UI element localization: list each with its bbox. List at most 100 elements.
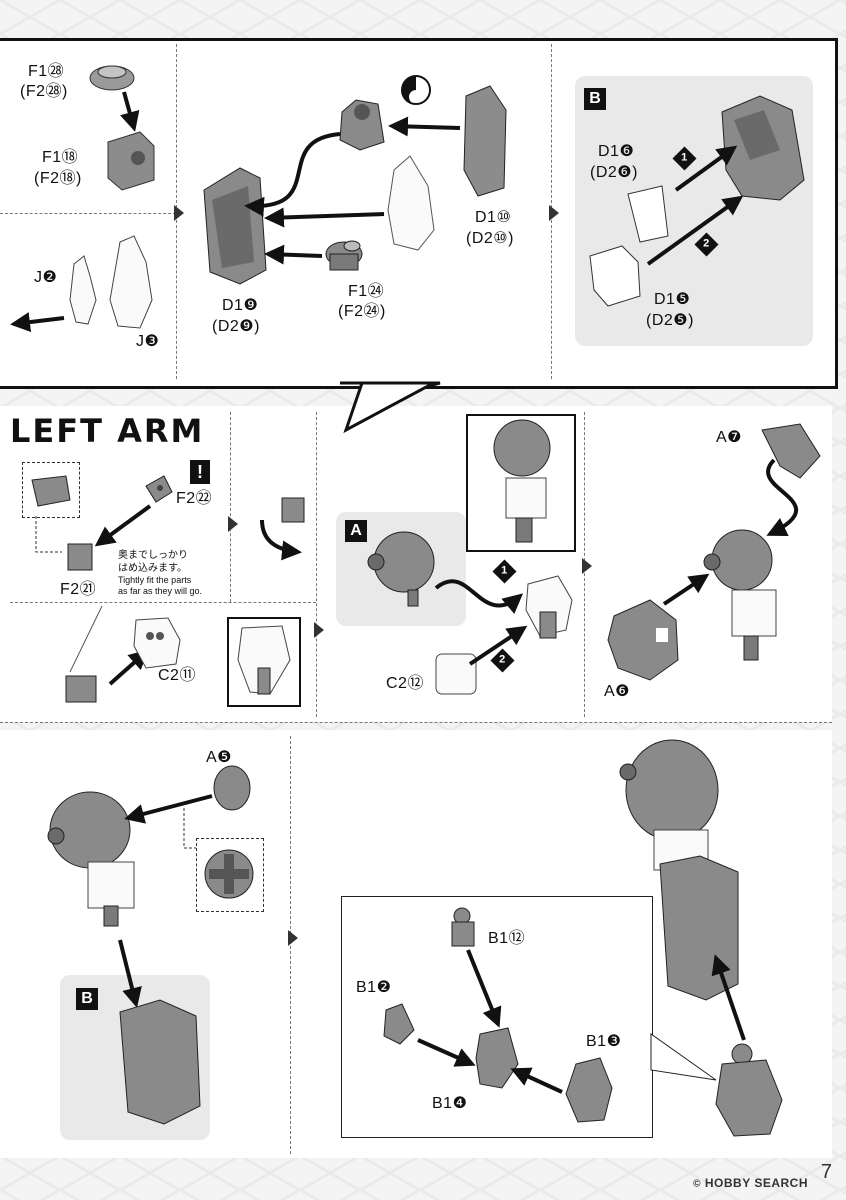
- part-b-housing-bottom: [119, 999, 201, 1125]
- part-label-c2-11: C2⑪: [158, 667, 196, 684]
- part-label-d1-10: D1⑩: [475, 209, 512, 226]
- part-a6: [607, 599, 679, 681]
- flow-arrow-icon: [288, 930, 298, 946]
- subassembly-b-badge: B: [76, 988, 98, 1010]
- part-label-b1-12: B1⑫: [488, 930, 526, 947]
- part-label-f2-21: F2㉑: [60, 581, 97, 598]
- flow-arrow-icon: [228, 516, 238, 532]
- arrow: [646, 195, 744, 266]
- part-rotated-joint: [281, 497, 305, 523]
- arrow: [94, 504, 152, 547]
- brand-name: HOBBY SEARCH: [704, 1176, 808, 1190]
- mid-divider-2: [316, 412, 317, 717]
- part-label-d2-9: (D2❾): [212, 318, 260, 335]
- part-elbow: [703, 529, 777, 661]
- part-label-f1-18: F1⑱: [42, 149, 79, 166]
- arrow: [124, 794, 213, 824]
- mid-bottom-divider: [0, 722, 832, 723]
- part-a-sphere: [367, 531, 435, 607]
- arrow: [766, 458, 799, 536]
- part-label-f2-28: (F2㉘): [20, 83, 68, 100]
- part-f2-21: [67, 543, 93, 571]
- section-title: LEFT ARM: [0, 410, 223, 452]
- mid-left-divider: [10, 602, 316, 603]
- part-f1-18: [107, 131, 155, 191]
- part-clear-piece: [387, 155, 435, 251]
- part-c2-12: [435, 653, 477, 695]
- fit-note-jp-1: 奥までしっかり: [118, 550, 188, 561]
- arrow: [417, 1038, 476, 1067]
- part-d1-6: [627, 185, 669, 243]
- part-label-b1-4: B1❹: [432, 1095, 468, 1112]
- top-left-divider: [0, 213, 176, 214]
- part-b1-12: [451, 907, 475, 947]
- arrow: [434, 579, 524, 614]
- mid-divider-1: [230, 412, 231, 602]
- part-f2-inset-piece: [31, 475, 71, 507]
- flow-arrow-icon: [314, 622, 324, 638]
- arrow: [510, 1067, 563, 1094]
- part-label-a7: A❼: [716, 429, 743, 446]
- part-assembled-arm: [619, 739, 739, 1001]
- arrow: [662, 573, 710, 606]
- arrow: [120, 91, 140, 132]
- arrow: [468, 625, 528, 666]
- part-label-b1-2: B1❷: [356, 979, 392, 996]
- part-b1-4: [475, 1027, 519, 1089]
- part-label-j3: J❸: [136, 333, 160, 350]
- part-label-d2-10: (D2⑩): [466, 230, 514, 247]
- part-f1-24: [325, 240, 363, 271]
- rotate-arrow-icon: [260, 519, 302, 561]
- callout-pointer: [650, 1033, 717, 1081]
- page-number: 7: [820, 1161, 832, 1183]
- part-label-f1-28: F1㉘: [28, 63, 65, 80]
- arrow: [674, 145, 738, 192]
- part-label-a5: A❺: [206, 749, 233, 766]
- part-d1-5: [589, 245, 641, 307]
- part-b-housing: [721, 95, 805, 201]
- arrow: [466, 949, 502, 1028]
- part-b1-3: [565, 1057, 613, 1123]
- fit-note-en-2: as far as they will go.: [118, 586, 203, 597]
- fit-note: 奥までしっかり はめ込みます。 Tightly fit the parts as…: [118, 550, 202, 598]
- part-label-a6: A❻: [604, 683, 631, 700]
- flow-arrow-icon: [582, 558, 592, 574]
- arrow: [264, 207, 385, 228]
- part-label-j2: J❷: [34, 269, 58, 286]
- part-f1-28: [89, 65, 135, 91]
- part-a7: [761, 423, 821, 479]
- detail-leader: [183, 808, 196, 849]
- arrow: [388, 116, 461, 137]
- part-label-d2-6: (D2❻): [590, 164, 638, 181]
- part-f2-22: [145, 475, 173, 503]
- footer-brand: © HOBBY SEARCH: [693, 1176, 808, 1190]
- part-label-c2-12: C2⑫: [386, 675, 424, 692]
- color-indicator-fill: [402, 76, 416, 104]
- detail-leader: [35, 516, 62, 553]
- part-c2-inset-art: [237, 625, 291, 695]
- part-label-f2-24: (F2㉔): [338, 303, 386, 320]
- part-c2-11: [133, 617, 181, 669]
- part-d1-9: [203, 167, 267, 285]
- subassembly-b-badge: B: [584, 88, 606, 110]
- fit-note-jp-2: はめ込みます。: [118, 562, 187, 574]
- flow-arrow-icon: [549, 205, 559, 221]
- fit-note-en-1: Tightly fit the parts: [118, 575, 192, 585]
- part-j3: [109, 235, 153, 329]
- part-arm-upper: [47, 791, 135, 927]
- part-label-f2-22: F2㉒: [176, 490, 213, 507]
- part-upper-joint: [339, 99, 385, 151]
- part-j2: [69, 255, 97, 325]
- copyright-symbol: ©: [693, 1178, 702, 1190]
- part-label-d2-5: (D2❺): [646, 312, 694, 329]
- part-d1-10: [463, 85, 507, 197]
- warning-icon: !: [190, 460, 210, 484]
- subassembly-a-badge: A: [345, 520, 367, 542]
- callout-pointer: [340, 381, 441, 434]
- flow-arrow-icon: [174, 205, 184, 221]
- arrow: [10, 312, 65, 333]
- part-f2-assembled: [65, 675, 97, 703]
- part-a5: [213, 765, 251, 811]
- part-label-f1-24: F1㉔: [348, 283, 385, 300]
